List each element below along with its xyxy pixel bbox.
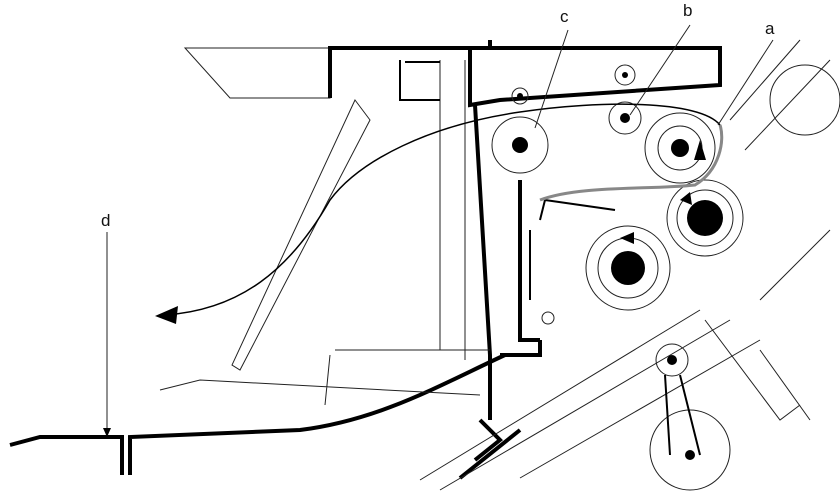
leader-a (717, 39, 774, 126)
label-c: c (560, 7, 569, 26)
label-b: b (683, 1, 693, 20)
leader-b (629, 24, 691, 116)
label-a: a (765, 19, 775, 38)
roller-c (491, 116, 549, 174)
exit-tray (9, 353, 506, 475)
paper-path (539, 124, 724, 202)
roller-a (644, 112, 716, 184)
frame-vertical (473, 104, 492, 420)
roller-lower-right (666, 179, 744, 257)
roller-b (608, 101, 642, 135)
paper-path-exit (164, 103, 721, 316)
roller-lower (585, 225, 671, 311)
rotation-arrow-a (694, 140, 706, 160)
leader-c (534, 29, 569, 129)
exit-arrow (155, 306, 178, 324)
top-cover (183, 47, 331, 99)
frame-top (328, 40, 722, 108)
label-d: d (101, 211, 111, 230)
small-rollers (511, 64, 731, 491)
fuser-gear (769, 64, 840, 136)
left-guide (231, 99, 371, 371)
